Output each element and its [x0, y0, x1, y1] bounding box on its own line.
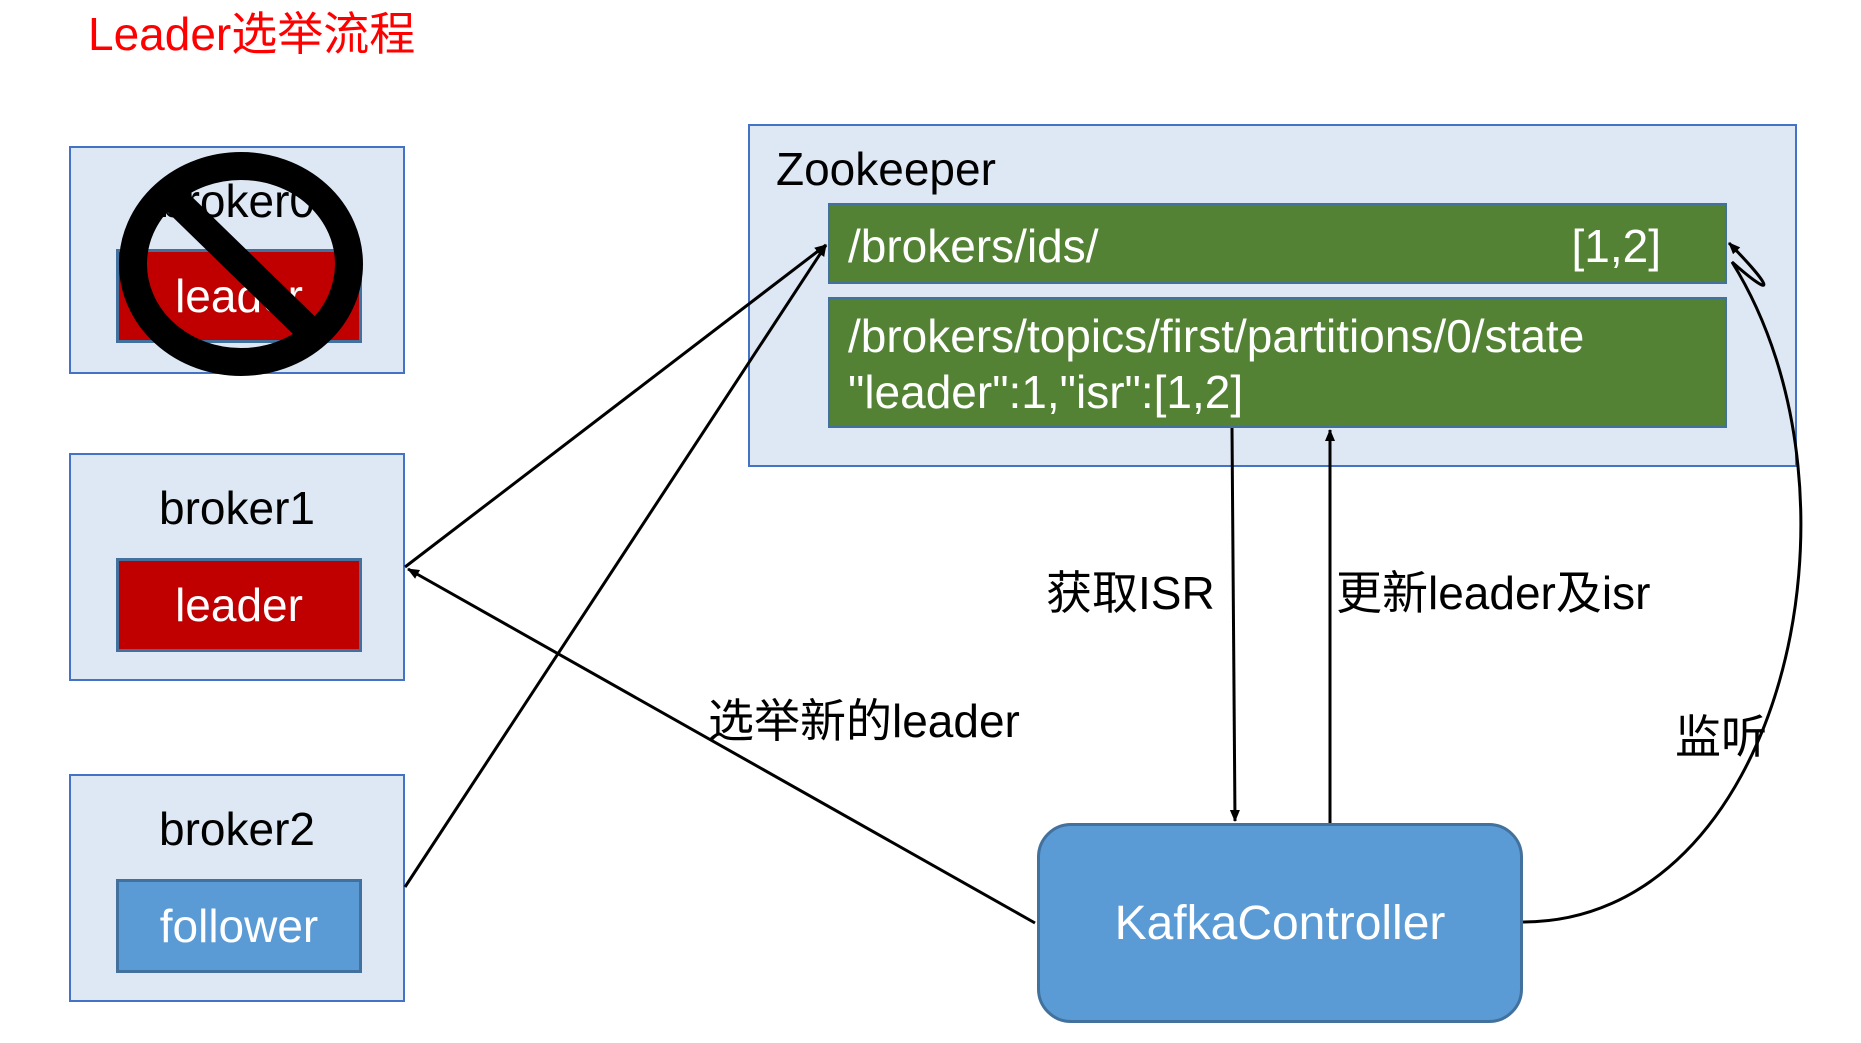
- edge-label-elect-leader: 选举新的leader: [708, 695, 1020, 747]
- zk-ids-path: /brokers/ids/: [848, 220, 1099, 272]
- edge-label-get-isr: 获取ISR: [1046, 567, 1215, 619]
- kafka-controller-label: KafkaController: [1114, 896, 1446, 950]
- zookeeper-label: Zookeeper: [776, 143, 996, 195]
- zk-state-node: /brokers/topics/first/partitions/0/state…: [828, 297, 1727, 428]
- broker2-label: broker2: [159, 803, 315, 855]
- diagram-title: Leader选举流程: [88, 8, 416, 60]
- zk-ids-value: [1,2]: [1571, 220, 1661, 272]
- broker0-panel: broker0 leader: [69, 146, 405, 376]
- broker1-role: leader: [116, 558, 362, 652]
- broker2-role: follower: [116, 879, 362, 973]
- broker2-panel: broker2 follower: [69, 774, 405, 1002]
- kafka-controller: KafkaController: [1037, 823, 1523, 1023]
- edge-label-update-leader: 更新leader及isr: [1336, 567, 1651, 619]
- broker1-panel: broker1 leader: [69, 453, 405, 681]
- zk-state-path: /brokers/topics/first/partitions/0/state: [848, 310, 1585, 362]
- broker1-label: broker1: [159, 482, 315, 534]
- zk-state-value: "leader":1,"isr":[1,2]: [848, 366, 1244, 418]
- prohibited-icon: [119, 152, 363, 376]
- edge-get-isr: [1229, 427, 1240, 822]
- edge-label-listen: 监听: [1675, 711, 1767, 763]
- zk-ids-node: /brokers/ids/ [1,2]: [828, 203, 1727, 284]
